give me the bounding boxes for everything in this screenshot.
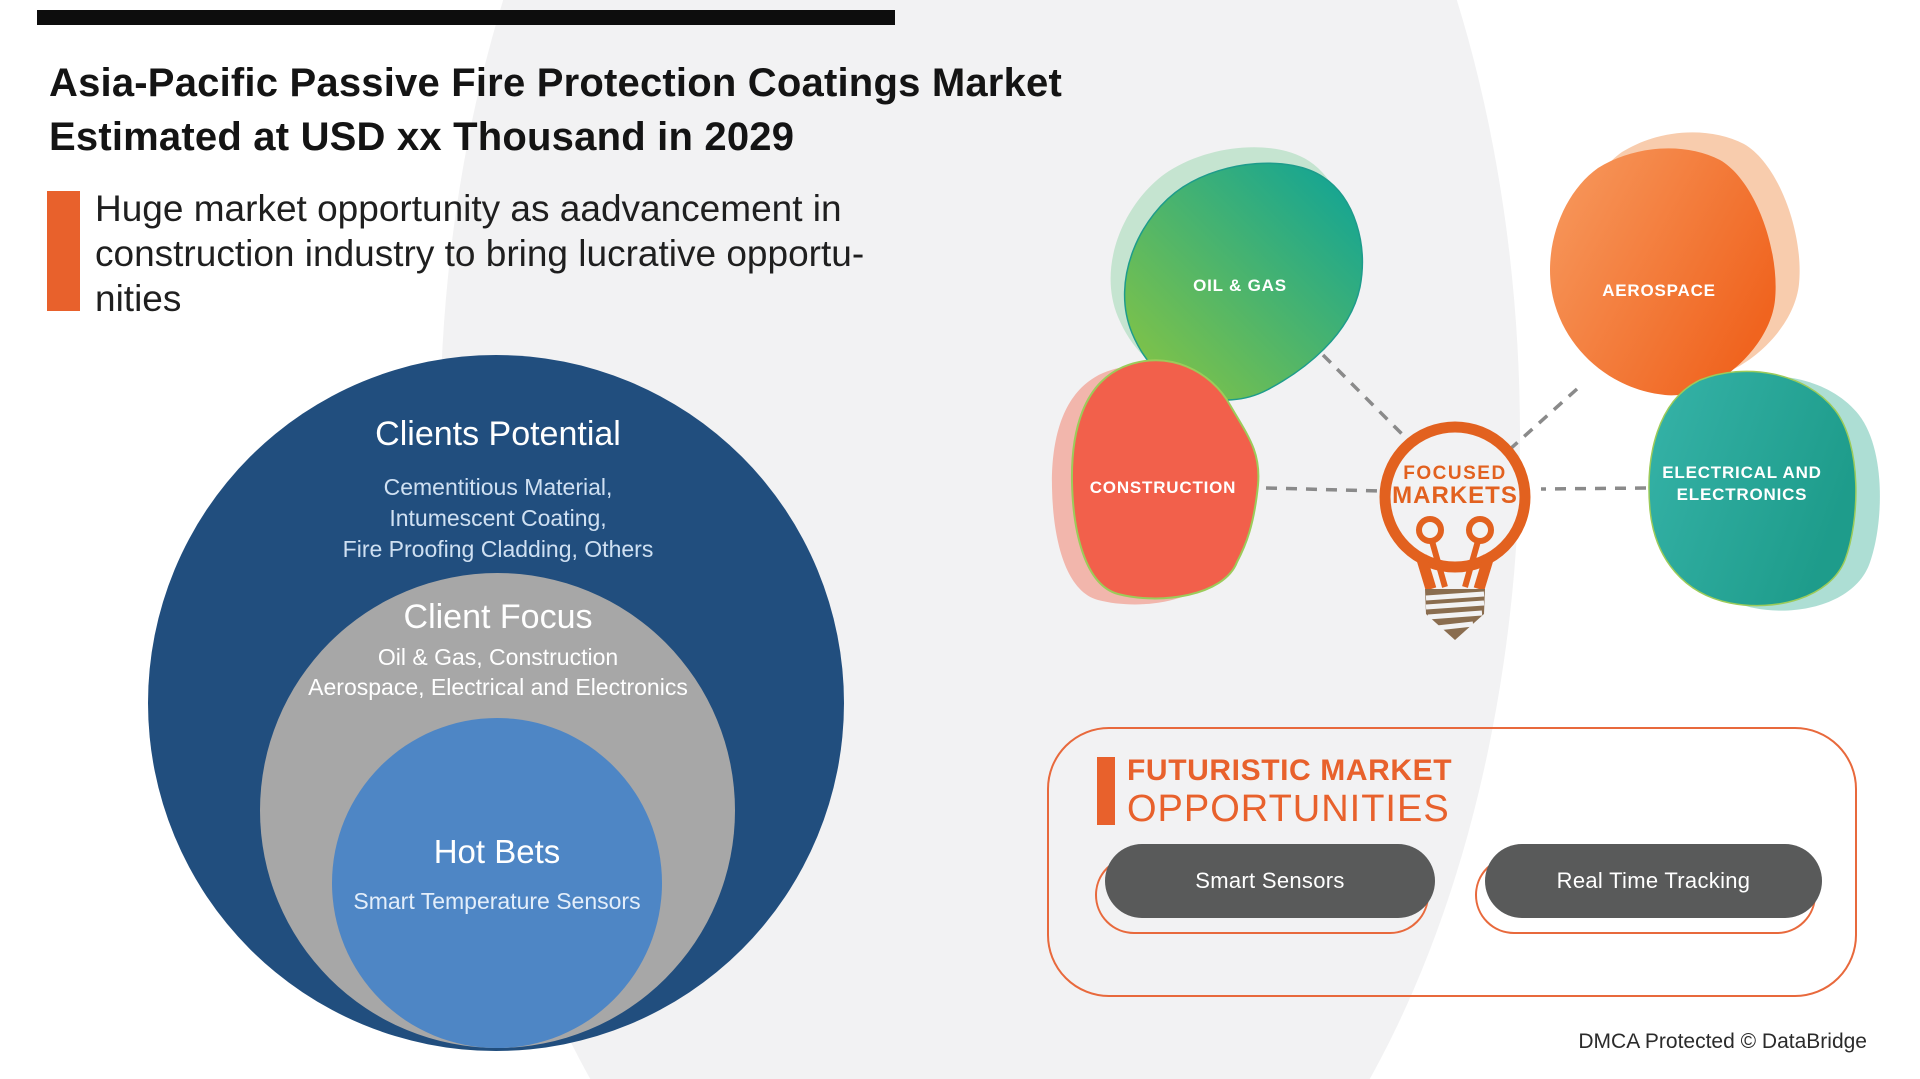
connector-construction <box>1265 486 1382 493</box>
client-focus-item: Oil & Gas, Construction <box>377 644 619 670</box>
smart-sensors-pill: Smart Sensors <box>1095 844 1435 934</box>
title-line-2: Estimated at USD xx Thousand in 2029 <box>49 115 795 159</box>
clients-potential-item: Cementitious Material, <box>383 474 613 500</box>
title-line-1: Asia-Pacific Passive Fire Protection Coa… <box>49 61 1062 105</box>
bulb-filament <box>1416 516 1494 588</box>
client-focus-title: Client Focus <box>403 598 593 636</box>
connector-electrical <box>1540 486 1647 491</box>
electrical-label-line1: ELECTRICAL AND <box>1662 463 1821 482</box>
subtitle-line-3: nities <box>95 278 182 319</box>
subtitle-accent-bar <box>47 191 80 311</box>
connector-aerospace <box>1507 387 1579 452</box>
page-title: Asia-Pacific Passive Fire Protection Coa… <box>49 56 1299 164</box>
opportunities-heading-line2: OPPORTUNITIES <box>1127 788 1450 830</box>
clients-potential-items: Cementitious Material, Intumescent Coati… <box>238 472 758 565</box>
bulb-neck-right <box>1473 554 1495 591</box>
markets-label: MARKETS <box>1392 482 1518 509</box>
aerospace-blob <box>1549 148 1776 396</box>
clients-potential-item: Intumescent Coating, <box>389 505 607 531</box>
top-bar <box>37 10 895 25</box>
connector-oil-gas <box>1321 353 1408 440</box>
dashed-connectors <box>1265 353 1647 493</box>
oil-gas-label: OIL & GAS <box>1193 276 1287 295</box>
hot-bets-items: Smart Temperature Sensors <box>282 888 712 915</box>
client-focus-item: Aerospace, Electrical and Electronics <box>308 674 688 700</box>
focused-label: FOCUSED <box>1403 463 1506 484</box>
subtitle-line-1: Huge market opportunity as aadvancement … <box>95 188 842 229</box>
pill-label: Smart Sensors <box>1105 844 1435 918</box>
client-focus-items: Oil & Gas, Construction Aerospace, Elect… <box>218 642 778 702</box>
opportunities-heading: FUTURISTIC MARKET OPPORTUNITIES <box>1127 754 1452 830</box>
bulb-base-stripes <box>1425 591 1485 631</box>
bulb-neck-left <box>1415 554 1437 591</box>
hot-bets-title: Hot Bets <box>433 833 561 870</box>
electrical-label-line2: ELECTRONICS <box>1677 485 1808 504</box>
opportunities-accent-bar <box>1097 757 1115 825</box>
hot-bets-item: Smart Temperature Sensors <box>353 888 641 914</box>
subtitle: Huge market opportunity as aadvancement … <box>95 186 1055 321</box>
opportunities-heading-line1: FUTURISTIC MARKET <box>1127 754 1453 787</box>
construction-label: CONSTRUCTION <box>1090 478 1237 497</box>
subtitle-line-2: construction industry to bring lucrative… <box>95 233 865 274</box>
focused-markets-diagram: OIL & GAS CONSTRUCTION AEROSPACE ELECTRI… <box>1051 132 1880 640</box>
oil-gas-blob <box>1123 162 1364 401</box>
aerospace-label: AEROSPACE <box>1602 281 1716 300</box>
opportunities-panel: FUTURISTIC MARKET OPPORTUNITIES Smart Se… <box>1047 727 1857 997</box>
hot-bets-circle <box>332 718 662 1048</box>
dmca-notice: DMCA Protected © DataBridge <box>1578 1030 1867 1053</box>
construction-blob <box>1070 359 1260 600</box>
pill-label: Real Time Tracking <box>1485 844 1822 918</box>
electrical-blob <box>1648 370 1857 607</box>
clients-potential-item: Fire Proofing Cladding, Others <box>342 536 654 562</box>
real-time-tracking-pill: Real Time Tracking <box>1475 844 1822 934</box>
clients-potential-title: Clients Potential <box>375 415 621 453</box>
lightbulb-icon: FOCUSED MARKETS <box>1379 421 1531 640</box>
